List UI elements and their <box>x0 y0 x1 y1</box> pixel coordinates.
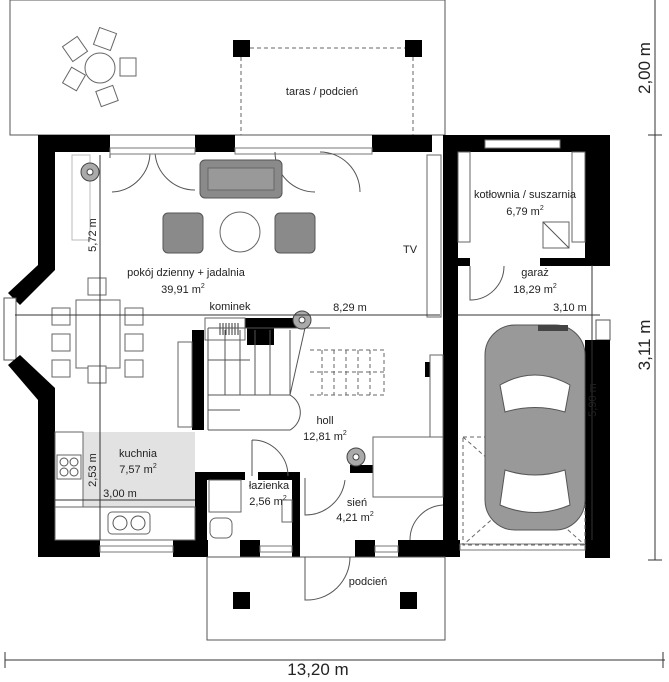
sideboard <box>71 154 91 241</box>
hall-label: holl <box>316 415 333 427</box>
dimension-lines <box>4 0 665 668</box>
hall-wardrobe <box>429 354 444 446</box>
porch-label: podcień <box>349 576 388 588</box>
armchair <box>162 212 204 254</box>
tv-cabinet <box>426 154 442 318</box>
vestibule-area: 4,21 m2 <box>336 511 374 524</box>
plant-icon <box>292 310 312 330</box>
porch-pillar <box>233 592 250 609</box>
cabinet <box>177 341 193 428</box>
garage-width-dimension: 3,10 m <box>553 302 587 314</box>
plant-icon <box>80 162 100 182</box>
bathroom-label: łazienka <box>249 480 290 492</box>
vestibule-wardrobe <box>372 436 444 498</box>
garage-area: 18,29 m2 <box>513 283 557 296</box>
coffee-table <box>219 211 261 253</box>
staircase <box>207 327 385 431</box>
terrace-depth-dimension: 2,00 m <box>635 42 654 94</box>
boiler-shelf <box>571 151 586 243</box>
sink-icon <box>107 511 151 535</box>
kitchen-area: 7,57 m2 <box>119 463 157 476</box>
shower-icon <box>208 479 242 513</box>
stove-icon <box>56 454 82 480</box>
garage-label: garaż <box>521 267 549 279</box>
living-room-label: pokój dzienny + jadalnia <box>127 267 246 279</box>
house-depth-dimension: 3,11 m <box>635 320 654 371</box>
living-depth-dimension: 5,72 m <box>87 218 99 252</box>
living-width-dimension: 8,29 m <box>333 302 367 314</box>
porch-pillar <box>400 592 417 609</box>
tv-label: TV <box>403 244 418 256</box>
living-room-area: 39,91 m2 <box>161 283 205 296</box>
washbasin-icon <box>281 499 293 523</box>
bathroom-area: 2,56 m2 <box>249 495 287 508</box>
fireplace-label: kominek <box>210 301 251 313</box>
vestibule-label: sień <box>347 497 367 509</box>
dining-table <box>51 277 144 384</box>
kitchen-label: kuchnia <box>119 448 158 460</box>
terrace-beam <box>240 47 414 135</box>
terrace-pillar <box>233 40 250 57</box>
boiler-room-area: 6,79 m2 <box>506 205 544 218</box>
patio-table-set <box>61 26 137 108</box>
terrace-pillar <box>405 40 422 57</box>
boiler-icon <box>542 221 570 249</box>
terrace-outline <box>9 0 446 136</box>
kitchen-depth-dimension: 2,53 m <box>87 453 99 487</box>
hall-area: 12,81 m2 <box>303 430 347 443</box>
kitchen-width-dimension: 3,00 m <box>103 488 137 500</box>
terrace-label: taras / podcień <box>286 86 358 98</box>
garage-depth-dimension: 5,90 m <box>587 383 599 417</box>
sofa <box>199 159 283 199</box>
boiler-room-label: kotłownia / suszarnia <box>474 189 577 201</box>
total-width-dimension: 13,20 m <box>287 660 348 679</box>
armchair <box>274 212 316 254</box>
walls <box>3 135 611 558</box>
doors <box>99 139 586 601</box>
boiler-shelf <box>457 151 471 243</box>
porch-outline <box>206 556 446 641</box>
plant-icon <box>346 447 366 467</box>
car-icon <box>484 324 586 531</box>
toilet-icon <box>209 517 233 539</box>
